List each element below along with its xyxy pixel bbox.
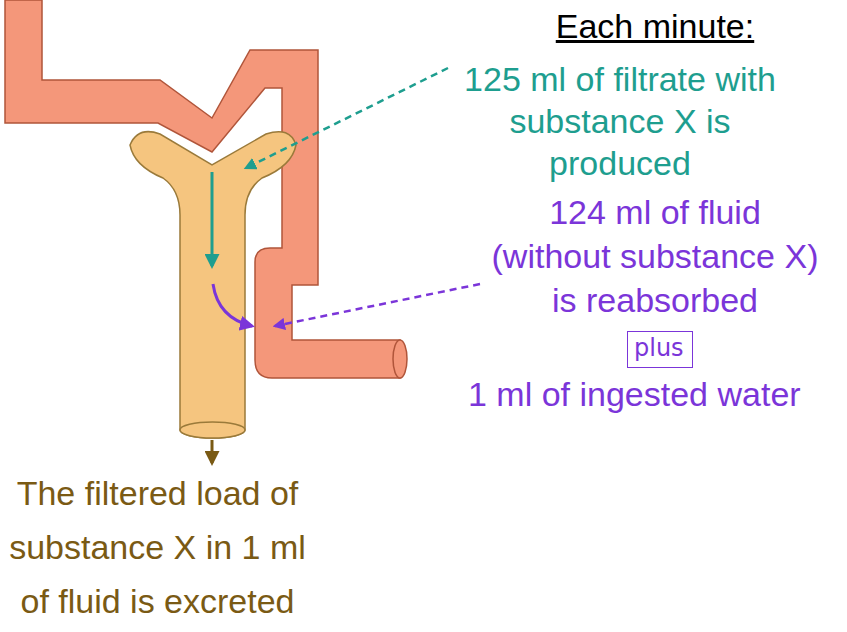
reabsorb-leader — [275, 284, 480, 326]
excretion-note: The filtered load of substance X in 1 ml… — [5, 466, 310, 628]
nephron-tubule — [130, 132, 296, 438]
water-note: 1 ml of ingested water — [468, 372, 801, 416]
filtration-note: 125 ml of filtrate with substance X is p… — [455, 58, 785, 184]
tubule-end — [180, 422, 245, 438]
excretion-arrow — [211, 440, 214, 463]
plus-box: plus — [627, 331, 693, 368]
reabsorption-note: 124 ml of fluid (without substance X) is… — [487, 190, 823, 322]
node-text: plus — [634, 334, 686, 363]
filtrate-leader — [246, 68, 448, 168]
filtration-arrow — [211, 172, 214, 266]
heading: Each minute: — [530, 6, 780, 46]
vessel-end — [393, 340, 407, 378]
reabsorption-arrow — [213, 284, 252, 326]
